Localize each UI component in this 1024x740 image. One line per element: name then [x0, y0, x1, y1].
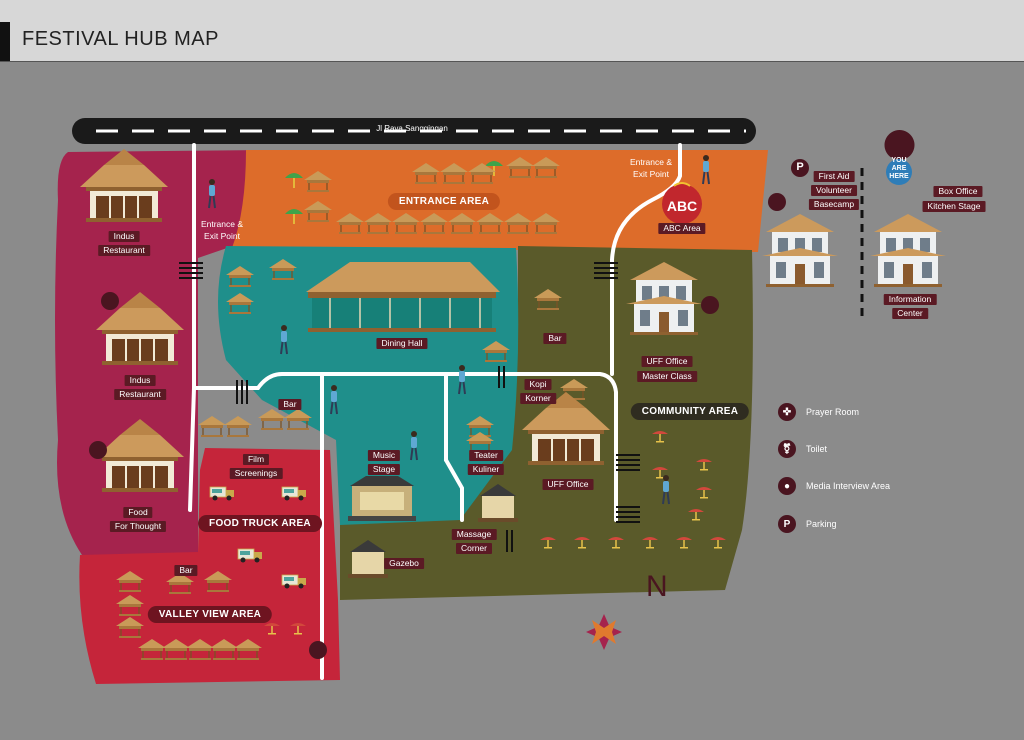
you-are-here-marker: YOU ARE HERE — [887, 157, 911, 181]
entrance-left-a: Entrance & — [200, 219, 244, 229]
label-food-b[interactable]: For Thought — [109, 521, 167, 532]
label-volunteer[interactable]: Volunteer — [811, 185, 857, 196]
label-basecamp[interactable]: Basecamp — [808, 199, 860, 210]
map-markers — [89, 130, 915, 659]
road-name: Jl Raya Sanggingan — [376, 124, 448, 133]
label-box-office[interactable]: Box Office — [933, 186, 983, 197]
header: FESTIVAL HUB MAP — [0, 0, 1024, 62]
label-bar-mid[interactable]: Bar — [278, 399, 302, 410]
gazebo-building — [348, 540, 388, 578]
label-uff-office-2[interactable]: UFF Office — [542, 479, 594, 490]
footpaths — [188, 143, 682, 680]
food-truck-area-label: FOOD TRUCK AREA — [198, 515, 322, 532]
festival-map — [55, 118, 946, 684]
toilet-icon: ⚧ — [778, 440, 796, 458]
label-film-a[interactable]: Film — [242, 454, 270, 465]
music-stage-building — [348, 476, 416, 521]
prayer-room-icon: ✜ — [778, 403, 796, 421]
label-kopi-b[interactable]: Korner — [520, 393, 556, 404]
label-kopi-a[interactable]: Kopi — [524, 379, 552, 390]
label-teater-b[interactable]: Kuliner — [467, 464, 505, 475]
valley-view-area-label: VALLEY VIEW AREA — [147, 606, 273, 623]
abc-logo-text: ABC — [666, 198, 698, 214]
label-indus-2b[interactable]: Restaurant — [114, 389, 166, 400]
label-food-a[interactable]: Food — [123, 507, 153, 518]
label-information[interactable]: Information — [883, 294, 937, 305]
label-teater-a[interactable]: Teater — [469, 450, 503, 461]
label-massage-a[interactable]: Massage — [451, 529, 497, 540]
label-indus-1b[interactable]: Restaurant — [98, 245, 150, 256]
media-interview-icon: ● — [778, 477, 796, 495]
stairs-vertical — [236, 366, 513, 552]
box-office-building — [870, 214, 946, 287]
legend-item-prayer-room: ✜ Prayer Room — [778, 402, 859, 422]
label-indus-1a[interactable]: Indus — [108, 231, 140, 242]
label-music-a[interactable]: Music — [367, 450, 401, 461]
legend-item-parking: P Parking — [778, 514, 837, 534]
orange-zone — [232, 150, 768, 252]
label-film-b[interactable]: Screenings — [229, 468, 283, 479]
label-indus-2a[interactable]: Indus — [124, 375, 156, 386]
label-center[interactable]: Center — [892, 308, 928, 319]
massage-corner-building — [478, 484, 518, 522]
you-are-here-1: YOU — [891, 157, 907, 164]
label-dining-hall[interactable]: Dining Hall — [376, 338, 428, 349]
label-uff-office-a[interactable]: UFF Office — [641, 356, 693, 367]
entrance-right-a: Entrance & — [629, 157, 673, 167]
abc-logo — [662, 182, 702, 224]
legend-item-media-interview: ● Media Interview Area — [778, 476, 890, 496]
you-are-here-2: ARE — [891, 165, 907, 172]
entrance-area-label: ENTRANCE AREA — [387, 193, 501, 210]
compass-icon — [586, 614, 622, 650]
legend-label: Prayer Room — [806, 407, 860, 417]
legend-label: Toilet — [806, 444, 828, 454]
label-massage-b[interactable]: Corner — [456, 543, 492, 554]
entrance-left-b: Exit Point — [204, 231, 240, 241]
legend-label: Parking — [806, 519, 837, 529]
label-bar-top[interactable]: Bar — [543, 333, 567, 344]
entrance-right-b: Exit Point — [633, 169, 669, 179]
label-abc-area[interactable]: ABC Area — [658, 223, 706, 234]
header-accent-bar — [0, 22, 10, 62]
label-first-aid[interactable]: First Aid — [813, 171, 855, 182]
label-kitchen-stage[interactable]: Kitchen Stage — [922, 201, 986, 212]
header-rule — [0, 61, 1024, 62]
you-are-here-3: HERE — [889, 173, 909, 180]
label-gazebo[interactable]: Gazebo — [384, 558, 424, 569]
page-title: FESTIVAL HUB MAP — [22, 28, 219, 50]
parking-icon: P — [778, 515, 796, 533]
label-music-b[interactable]: Stage — [367, 464, 401, 475]
label-bar-valley[interactable]: Bar — [174, 565, 198, 576]
legend-label: Media Interview Area — [806, 481, 891, 491]
compass-label: N — [646, 570, 668, 603]
legend-item-toilet: ⚧ Toilet — [778, 439, 827, 459]
main-road — [72, 118, 756, 144]
parking-marker: P — [796, 161, 804, 173]
first-aid-building — [762, 214, 838, 287]
label-uff-office-b[interactable]: Master Class — [637, 371, 697, 382]
dining-hall-building — [306, 262, 500, 332]
community-area-label: COMMUNITY AREA — [630, 403, 750, 420]
